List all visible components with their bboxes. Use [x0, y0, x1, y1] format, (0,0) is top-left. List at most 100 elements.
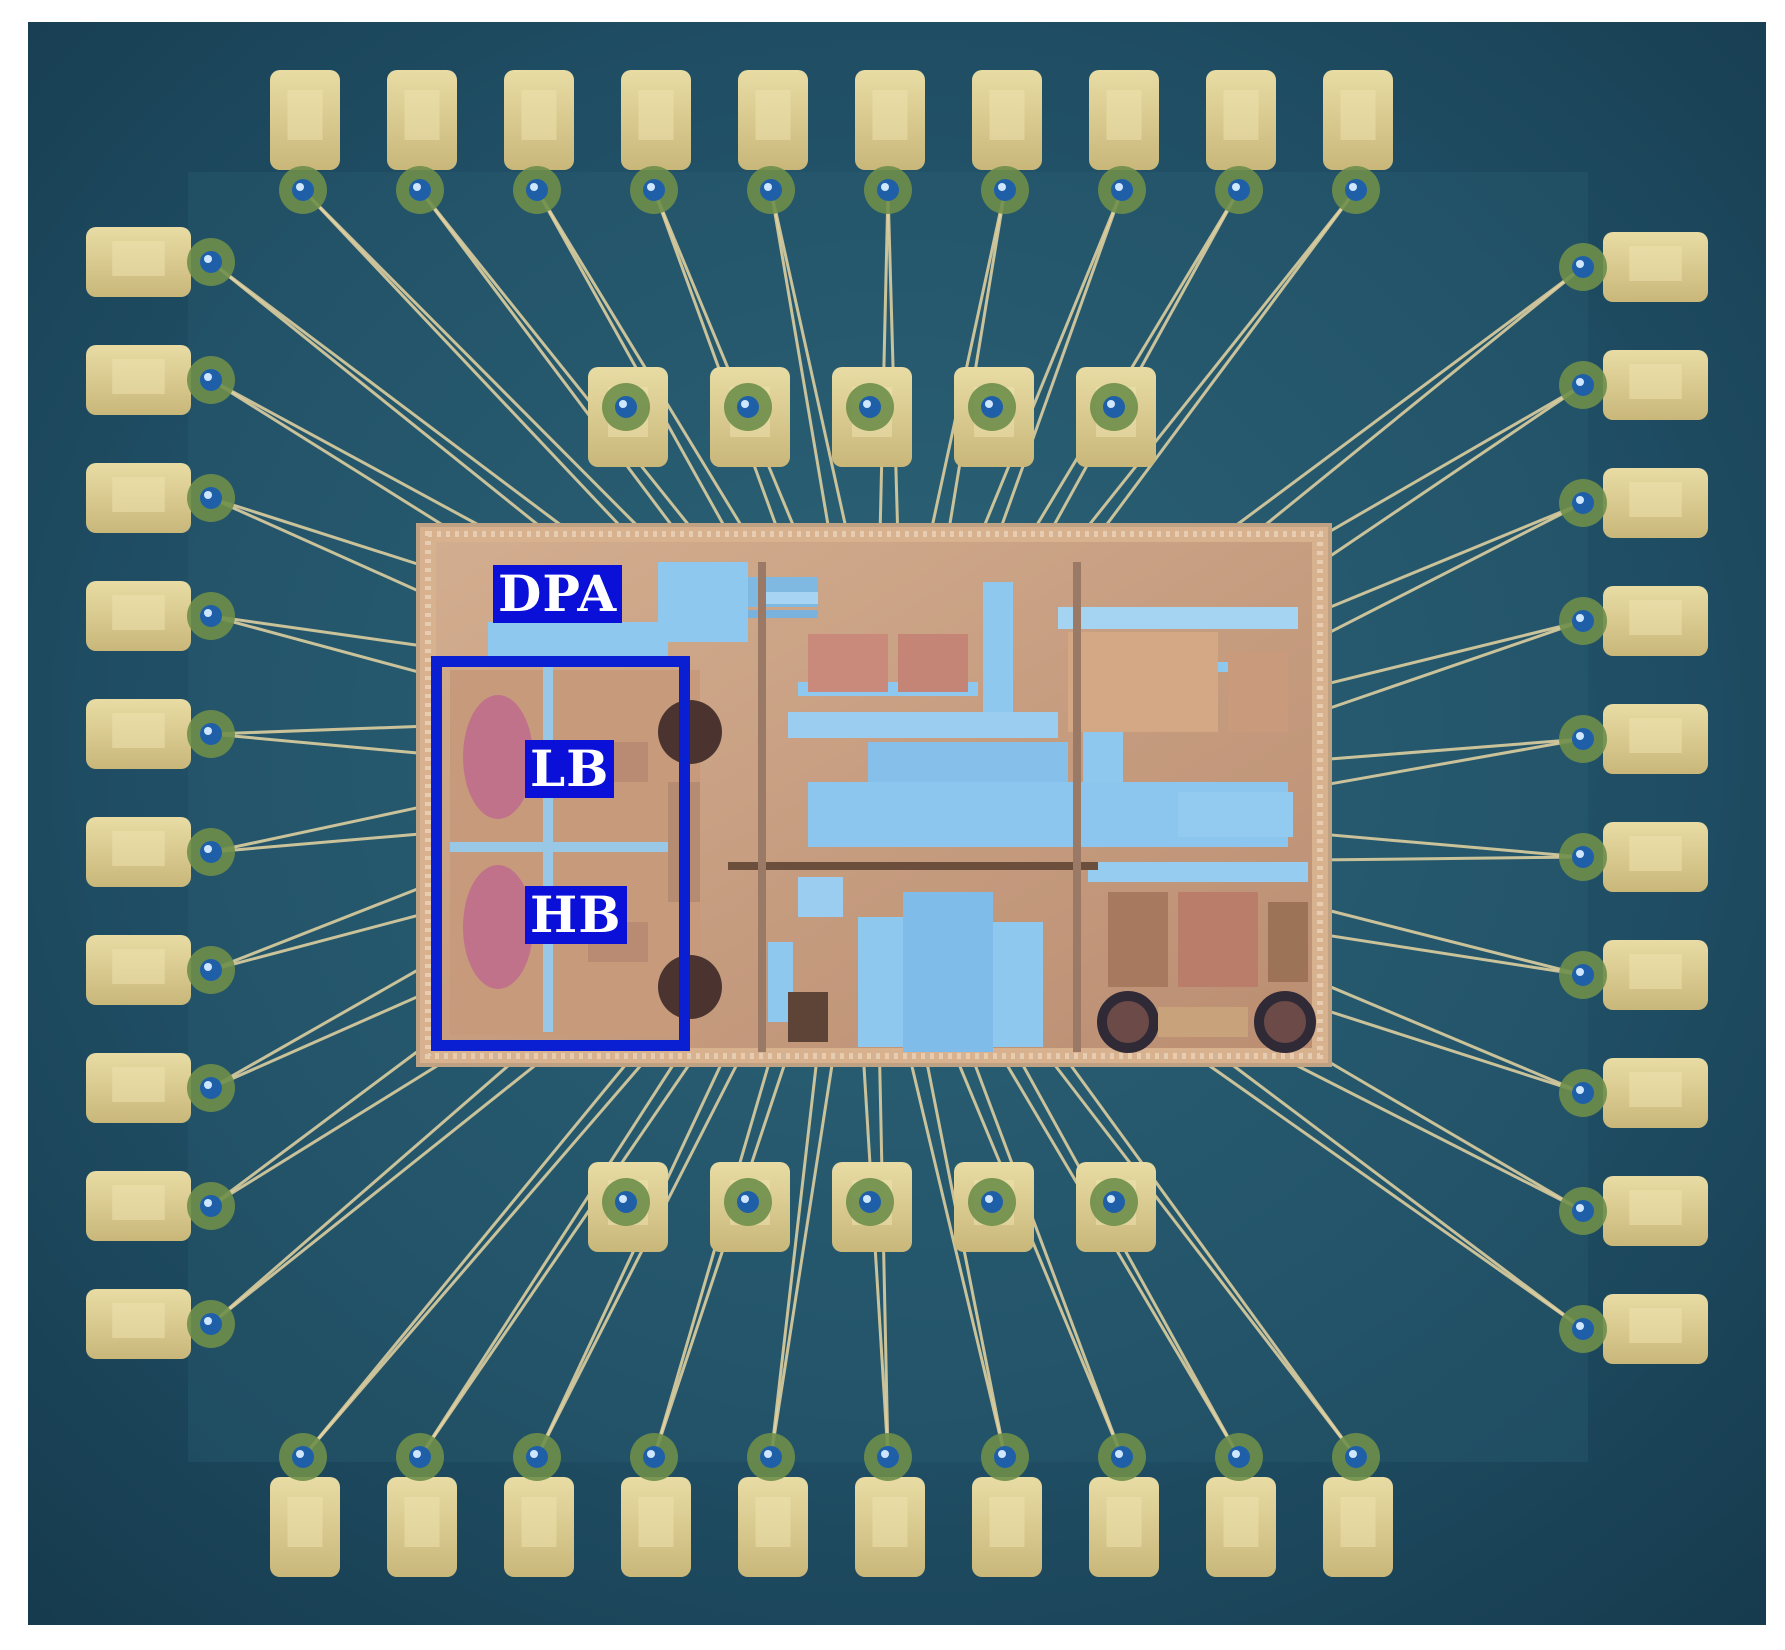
left-bond-pad: [86, 935, 235, 1005]
bond-wire: [1101, 189, 1358, 531]
bond-wire: [955, 1059, 1124, 1458]
right-bond-pad: [1559, 468, 1708, 538]
bond-wire: [210, 496, 424, 568]
bond-wire: [210, 1058, 448, 1208]
bottom-bond-pad: [270, 1433, 340, 1577]
bond-wire: [769, 189, 831, 531]
left-bond-pad: [86, 1289, 235, 1359]
bond-wire: [1324, 1058, 1584, 1213]
bond-wire: [1324, 1008, 1584, 1095]
right-bond-pad: [1559, 232, 1708, 302]
bond-wire: [971, 1059, 1124, 1458]
top-bond-pad: [1323, 70, 1393, 214]
inner-bottom-bond-pad: [710, 1162, 790, 1252]
bond-wire: [210, 614, 424, 648]
left-bond-pad: [86, 345, 235, 415]
right-bond-pad: [1559, 1176, 1708, 1246]
bond-wire: [1224, 1058, 1584, 1331]
bond-wire: [652, 1059, 772, 1458]
bond-wire: [301, 1059, 647, 1458]
bottom-bond-pad: [738, 1433, 808, 1577]
bottom-bond-pad: [1089, 1433, 1159, 1577]
inner-bottom-bond-pad: [1076, 1162, 1156, 1252]
bottom-bond-pad: [855, 1433, 925, 1577]
bond-wire: [210, 832, 424, 854]
bond-wire: [535, 1059, 741, 1458]
lb-label: LB: [525, 740, 615, 798]
left-bond-pad: [86, 581, 235, 651]
left-bond-pad: [86, 1053, 235, 1123]
bond-wire: [210, 1058, 543, 1326]
right-bond-pad: [1559, 1058, 1708, 1128]
bond-wire: [210, 805, 424, 854]
bond-wire: [418, 189, 694, 531]
inner-top-bond-pad: [832, 367, 912, 467]
bond-wire: [1324, 737, 1584, 787]
right-bond-pad: [1559, 822, 1708, 892]
bond-wire: [1258, 265, 1584, 532]
inner-bottom-bond-pad: [832, 1162, 912, 1252]
bond-wire: [210, 378, 452, 532]
bond-wire: [1324, 855, 1584, 862]
bond-wire: [886, 189, 900, 531]
bond-wire: [1049, 1059, 1358, 1458]
bond-wire: [1324, 383, 1584, 536]
inner-bottom-bond-pad: [954, 1162, 1034, 1252]
dpa-label: DPA: [493, 565, 623, 623]
bond-wire: [1324, 908, 1584, 977]
bond-wire: [210, 724, 424, 736]
bond-wire: [878, 1059, 890, 1458]
top-bond-pad: [972, 70, 1042, 214]
bond-wire: [1050, 189, 1241, 531]
bottom-bond-pad: [504, 1433, 574, 1577]
inner-top-bond-pad: [1076, 367, 1156, 467]
bond-wire: [769, 189, 848, 531]
bottom-bond-pad: [972, 1433, 1042, 1577]
bond-wire: [769, 1059, 835, 1458]
bottom-bond-pad: [621, 1433, 691, 1577]
bond-wire: [210, 732, 424, 755]
bond-wire: [210, 965, 424, 1090]
bond-wire: [418, 189, 677, 531]
bottom-bond-pad: [1323, 1433, 1393, 1577]
left-bond-pad: [86, 817, 235, 887]
bond-wire: [652, 189, 797, 531]
bond-wire: [535, 189, 746, 531]
bond-wire: [1032, 189, 1241, 531]
top-bond-pad: [855, 70, 925, 214]
left-bond-pad: [86, 227, 235, 297]
top-bond-pad: [738, 70, 808, 214]
bond-wire: [210, 378, 489, 532]
bond-wire: [1285, 1058, 1584, 1213]
bond-wire: [981, 189, 1124, 531]
bond-wire: [947, 189, 1007, 531]
right-bond-pad: [1559, 1294, 1708, 1364]
inner-top-bond-pad: [588, 367, 668, 467]
bond-wire: [1324, 983, 1584, 1095]
bond-wire: [210, 912, 424, 972]
top-bond-pad: [387, 70, 457, 214]
bond-wire: [210, 992, 424, 1090]
bond-wire: [210, 1058, 516, 1326]
top-bond-pad: [1089, 70, 1159, 214]
top-bond-pad: [1206, 70, 1276, 214]
inner-top-bond-pad: [710, 367, 790, 467]
top-bond-pad: [270, 70, 340, 214]
bond-wire: [301, 188, 643, 532]
inner-bottom-bond-pad: [588, 1162, 668, 1252]
left-bond-pad: [86, 699, 235, 769]
bond-wire: [908, 1059, 1007, 1458]
right-bond-pad: [1559, 704, 1708, 774]
left-bond-pad: [86, 1171, 235, 1241]
bond-wire: [210, 496, 424, 595]
bond-wire: [1324, 501, 1584, 611]
hb-label: HB: [525, 886, 627, 944]
bond-wire: [862, 1059, 890, 1458]
bond-wire: [210, 614, 424, 675]
bond-wire: [769, 1059, 819, 1458]
bond-wire: [1065, 1059, 1358, 1458]
bond-wire: [301, 1059, 631, 1458]
bond-wire: [535, 189, 728, 531]
bond-wire: [1324, 933, 1584, 977]
bottom-bond-pad: [387, 1433, 457, 1577]
